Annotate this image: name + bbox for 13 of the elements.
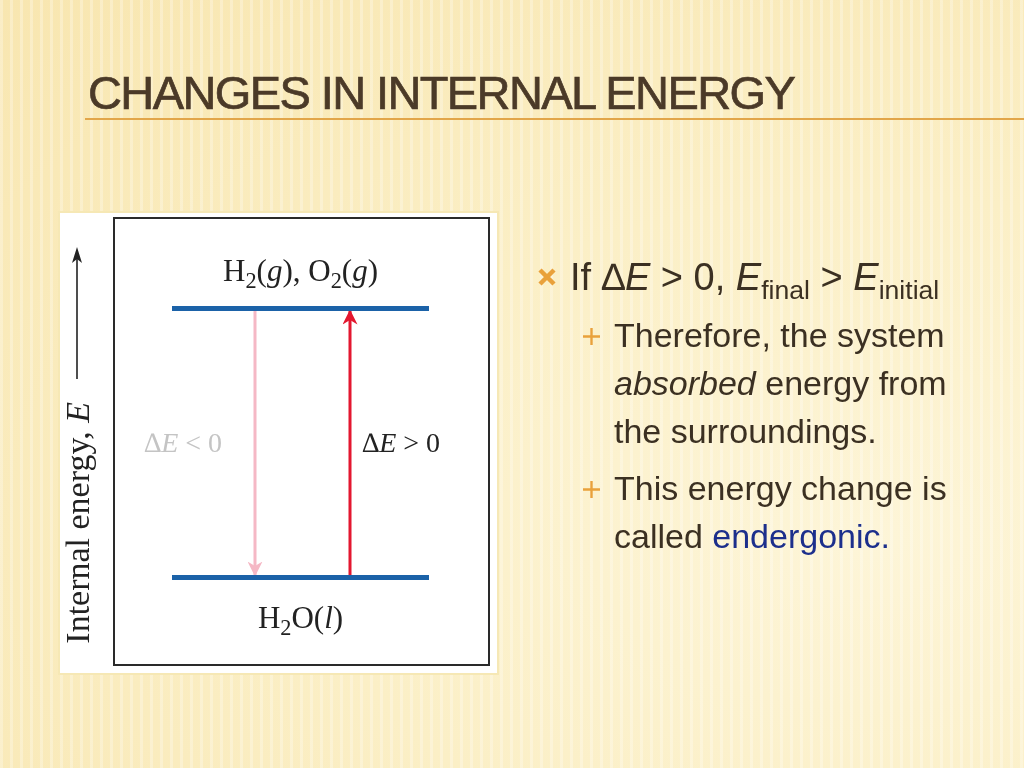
- axis-label: Internal energy, E: [61, 402, 95, 644]
- slide-title: CHANGES IN INTERNAL ENERGY: [88, 72, 795, 114]
- species-label: H$_{2}$O(l): [257, 601, 344, 643]
- bullet-text: This energy change is called endergonic.: [614, 468, 948, 557]
- arrow: [247, 311, 263, 577]
- link: endergonic.: [712, 517, 890, 555]
- bullet-text: Therefore, the system absorbed energy from the surroundings.: [614, 315, 948, 452]
- edge-label: ∆E < 0: [144, 427, 223, 459]
- arrow: [342, 309, 358, 575]
- edge-label: ∆E > 0: [362, 427, 441, 459]
- species-label: H$_{2}$(g), O$_{2}$(g): [223, 254, 378, 296]
- bullet-text: If ∆E > 0, E$_{final}$ > E$_{initial}$: [570, 256, 940, 307]
- energy-level-bar: [172, 575, 429, 635]
